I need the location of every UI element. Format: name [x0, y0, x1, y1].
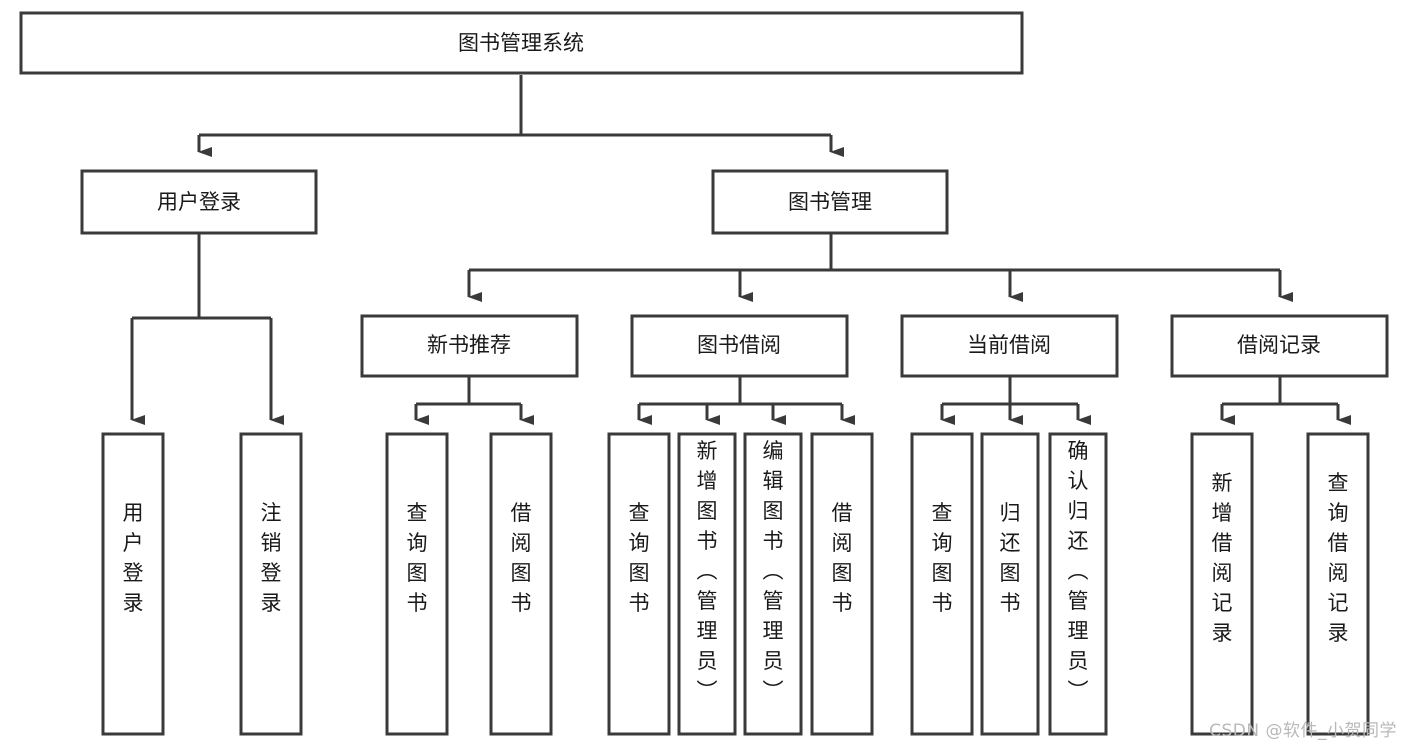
leaf-confirm-return-box — [1048, 432, 1108, 736]
node-user-login[interactable]: 用户登录 — [80, 169, 318, 235]
node-current-borrow-box — [900, 314, 1119, 378]
node-borrow-record-box — [1170, 314, 1389, 378]
leaf-edit-book-box — [743, 432, 803, 736]
leaf-query-record[interactable]: 查询借阅记录 — [1306, 432, 1370, 736]
leaf-query-book-3-label: 查询图书 — [932, 501, 953, 615]
node-borrow-record[interactable]: 借阅记录 — [1170, 314, 1389, 378]
leaf-return-book-label: 归还图书 — [1000, 501, 1021, 615]
node-new-book-recommend-label: 新书推荐 — [427, 333, 511, 357]
node-book-manage[interactable]: 图书管理 — [711, 169, 949, 235]
node-borrow-record-label: 借阅记录 — [1237, 333, 1321, 357]
leaf-borrow-book-1[interactable]: 借阅图书 — [489, 432, 553, 736]
leaf-borrow-book-2-box — [810, 432, 874, 736]
leaf-query-record-box — [1306, 432, 1370, 736]
node-current-borrow-label: 当前借阅 — [967, 333, 1051, 357]
leaf-return-book[interactable]: 归还图书 — [980, 432, 1040, 736]
node-book-manage-box — [711, 169, 949, 235]
node-book-manage-label: 图书管理 — [788, 190, 872, 214]
node-user-login-box — [80, 169, 318, 235]
csdn-watermark: CSDN @软件_小贺同学 — [1209, 721, 1397, 741]
leaf-return-book-box — [980, 432, 1040, 736]
leaf-edit-book-label: 编辑图书︵管理员︶ — [763, 439, 784, 703]
leaf-user-login-box — [101, 432, 165, 736]
node-root-label: 图书管理系统 — [458, 31, 584, 55]
leaf-logout-box — [239, 432, 303, 736]
leaf-borrow-book-1-label: 借阅图书 — [511, 501, 532, 615]
leaf-borrow-book-2-label: 借阅图书 — [832, 501, 853, 615]
leaf-add-record-box — [1190, 432, 1254, 736]
leaf-edit-book[interactable]: 编辑图书︵管理员︶ — [743, 432, 803, 736]
leaf-query-book-1-label: 查询图书 — [407, 501, 428, 615]
leaf-add-book-box — [677, 432, 737, 736]
node-new-book-recommend-box — [360, 314, 579, 378]
leaf-query-book-2[interactable]: 查询图书 — [607, 432, 671, 736]
node-root[interactable]: 图书管理系统 — [19, 11, 1024, 75]
leaf-add-book-label: 新增图书︵管理员︶ — [697, 439, 718, 703]
leaf-add-record[interactable]: 新增借阅记录 — [1190, 432, 1254, 736]
node-book-borrow-label: 图书借阅 — [697, 333, 781, 357]
leaf-add-book[interactable]: 新增图书︵管理员︶ — [677, 432, 737, 736]
leaf-logout-label: 注销登录 — [261, 501, 282, 615]
leaf-user-login-label: 用户登录 — [123, 501, 144, 615]
leaf-query-book-2-box — [607, 432, 671, 736]
leaf-borrow-book-1-box — [489, 432, 553, 736]
node-root-box — [19, 11, 1024, 75]
leaf-query-record-label: 查询借阅记录 — [1328, 471, 1349, 645]
node-user-login-label: 用户登录 — [157, 190, 241, 214]
leaf-user-login[interactable]: 用户登录 — [101, 432, 165, 736]
node-new-book-recommend[interactable]: 新书推荐 — [360, 314, 579, 378]
leaf-query-book-1-box — [385, 432, 449, 736]
connector-layer — [130, 75, 1351, 425]
leaf-confirm-return[interactable]: 确认归还︵管理员︶ — [1048, 432, 1108, 736]
node-current-borrow[interactable]: 当前借阅 — [900, 314, 1119, 378]
leaf-add-record-label: 新增借阅记录 — [1212, 471, 1233, 645]
leaf-query-book-3-box — [910, 432, 974, 736]
node-book-borrow[interactable]: 图书借阅 — [630, 314, 849, 378]
leaf-query-book-2-label: 查询图书 — [629, 501, 650, 615]
node-book-borrow-box — [630, 314, 849, 378]
leaf-confirm-return-label: 确认归还︵管理员︶ — [1068, 439, 1089, 703]
leaf-query-book-3[interactable]: 查询图书 — [910, 432, 974, 736]
leaf-logout[interactable]: 注销登录 — [239, 432, 303, 736]
leaf-query-book-1[interactable]: 查询图书 — [385, 432, 449, 736]
leaf-borrow-book-2[interactable]: 借阅图书 — [810, 432, 874, 736]
